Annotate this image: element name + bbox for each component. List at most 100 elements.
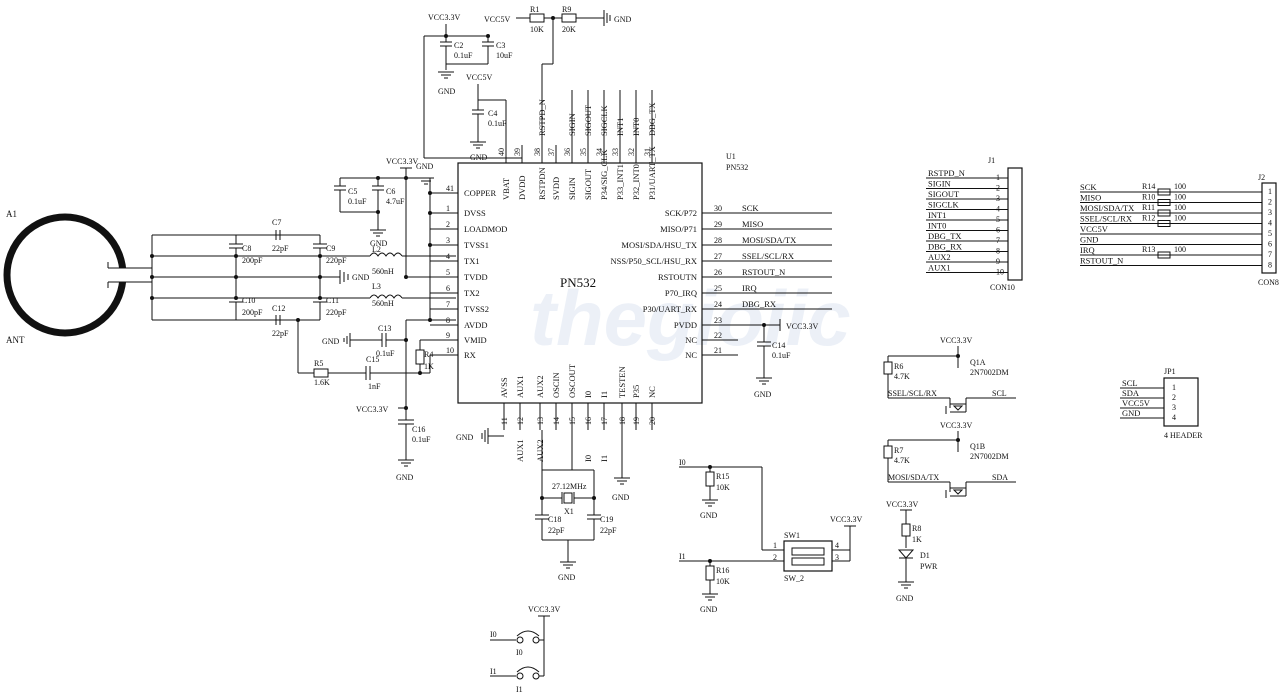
chip-pin-name: DVSS [464,208,486,218]
watermark: thegioiic [530,274,851,362]
j2-net-label: SSEL/SCL/RX [1080,214,1132,224]
j2-ref: J2 [1258,173,1265,182]
j1-net-label: DBG_TX [928,231,962,241]
r15-gnd-label: GND [700,511,718,520]
j1-pin-number: 5 [996,215,1000,224]
chip-pin-name: SVDD [551,177,561,200]
r8-ref: R8 [912,524,921,533]
r1-value: 10K [530,25,544,34]
svg-text:4: 4 [835,541,839,550]
sw1-value: SW_2 [784,574,804,583]
chip-net-label: SSEL/SCL/RX [742,251,794,261]
jp1-pin-number: 4 [1172,413,1176,422]
x1-value: 27.12MHz [552,482,587,491]
i0-net-label: I0 [679,458,686,467]
j2-pin-number: 2 [1268,198,1272,207]
chip-pin-number: 27 [714,252,722,261]
chip-net-label: MOSI/SDA/TX [742,235,796,245]
top-supplies: VCC3.3V C2 0.1uF C3 10uF GND VCC5V C4 0.… [423,5,632,162]
j2-net-label: IRQ [1080,245,1095,255]
chip-pin-number: 12 [516,417,525,425]
j1-pin-number: 9 [996,257,1000,266]
r9-ref: R9 [562,5,571,14]
chip-pin-number: 40 [497,148,506,156]
chip-pin-number: 3 [446,236,450,245]
chip-pin-number: 28 [714,236,722,245]
chip-pin-number: 36 [563,148,572,156]
chip-pin-number: 16 [584,417,593,425]
chip-pin-number: 20 [648,417,657,425]
chip-pin-name: TVSS2 [464,304,489,314]
c19-value: 22pF [600,526,617,535]
jp1-value: 4 HEADER [1164,431,1203,440]
led-gnd-label: GND [896,594,914,603]
c3-ref: C3 [496,41,505,50]
jp1-net-label: SDA [1122,388,1140,398]
chip-net-label: SCK [742,203,759,213]
pvdd-vcc-label: VCC3.3V [786,322,818,331]
chip-pin-number: 30 [714,204,722,213]
oscillator: 27.12MHz X1 C18 22pF C19 22pF GND GND GN… [456,428,630,582]
j2-res-value: 100 [1174,245,1186,254]
antenna: A1 ANT [3,209,152,345]
chip-net-label: MISO [742,219,763,229]
chip-net-label: RSTOUT_N [742,267,785,277]
chip-title: PN532 [560,275,596,290]
c9-ref: C9 [326,244,335,253]
chip-pin-number: 37 [547,148,556,156]
chip-bottom-net: I0 [583,455,593,462]
q1a-value: 2N7002DM [970,368,1009,377]
chip-pin-number: 26 [714,268,722,277]
jp1-pin-number: 2 [1172,393,1176,402]
chip-top-net: DBG_TX [647,102,657,136]
chip-pin-number: 2 [446,220,450,229]
q1a-left-net: SSEL/SCL/RX [888,389,937,398]
l3-ref: L3 [372,282,381,291]
jp1-ref: JP1 [1164,367,1176,376]
chip-pin-name: NSS/P50_SCL/HSU_RX [611,256,697,266]
power-led: VCC3.3V R8 1K D1 PWR GND [886,500,938,603]
q1a-shifter: VCC3.3V R6 4.7K SSEL/SCL/RX Q1A 2N7002DM… [883,336,1016,414]
chip-pin-number: 39 [513,148,522,156]
j1-pin-number: 1 [996,173,1000,182]
chip-pin-name: PVDD [674,320,697,330]
r5-ref: R5 [314,359,323,368]
j1-net-label: SIGCLK [928,200,960,210]
chip-pin-number: 19 [632,417,641,425]
chip-pin-number: 38 [533,148,542,156]
sw1-ref: SW1 [784,531,800,540]
q1b-ref: Q1B [970,442,985,451]
c8-value: 200pF [242,256,263,265]
c16-ref: C16 [412,425,425,434]
c16-value: 0.1uF [412,435,431,444]
chip-pin-name: RX [464,350,476,360]
avss-gnd-label: GND [456,433,474,442]
svg-text:1: 1 [773,541,777,550]
chip-top-pins: 40VBAT39DVDD38RSTPDNRSTPD_N37SVDD36SIGIN… [497,90,657,200]
j2-pin-number: 7 [1268,250,1272,259]
chip-pin-number: 41 [446,184,454,193]
svg-text:3: 3 [835,553,839,562]
jumper-i0-label: I0 [490,630,497,639]
r6-ref: R6 [894,362,903,371]
copper-gnd-label: GND [416,162,434,171]
r15-ref: R15 [716,472,729,481]
c10-value: 200pF [242,308,263,317]
c5-ref: C5 [348,187,357,196]
c18-value: 22pF [548,526,565,535]
jumper-vcc-label: VCC3.3V [528,605,560,614]
chip-pin-name: P35 [631,385,641,398]
chip-pin-name: VMID [464,335,487,345]
chip-pin-name: MOSI/SDA/HSU_TX [621,240,697,250]
chip-pin-name: TESTEN [617,366,627,398]
q1a-vcc-label: VCC3.3V [940,336,972,345]
r9-value: 20K [562,25,576,34]
c4-gnd-label: GND [470,153,488,162]
j1-net-label: INT1 [928,210,946,220]
j1-pin-number: 7 [996,236,1000,245]
jp1-net-label: SCL [1122,378,1138,388]
c7-value: 22pF [272,244,289,253]
chip-pin-number: 33 [611,148,620,156]
c6-value: 4.7uF [386,197,405,206]
